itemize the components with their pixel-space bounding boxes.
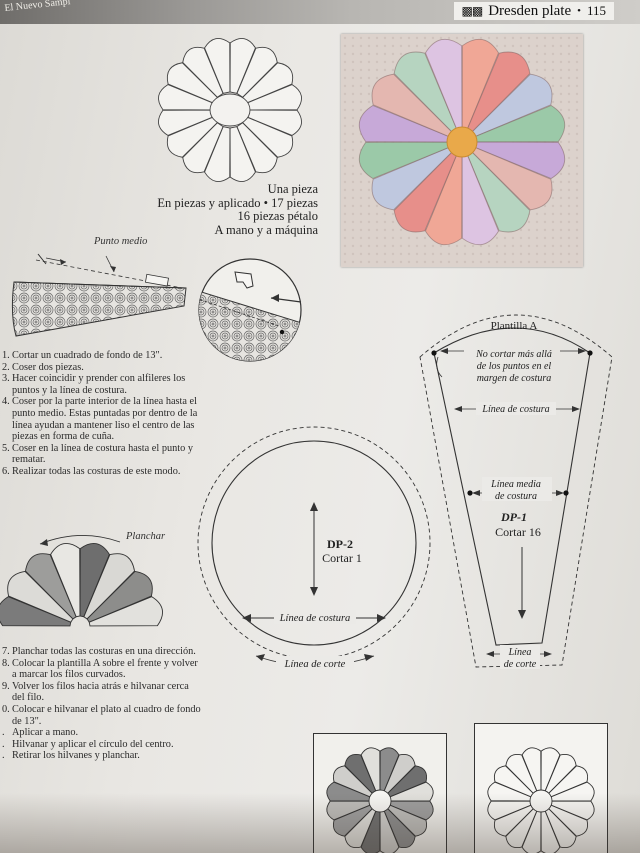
step-item: 0.Colocar e hilvanar el plato al cuadro … — [2, 703, 201, 727]
pattern-caption: Una pieza En piezas y aplicado • 17 piez… — [157, 182, 318, 237]
petal-shape — [182, 46, 224, 98]
no-cortar-note-2: de los puntos en el — [477, 361, 552, 372]
petal-shape — [371, 73, 455, 138]
step-item: 7.Planchar todas las costuras en una dir… — [2, 646, 196, 657]
caption-line-3: 16 piezas pétalo — [237, 209, 318, 223]
no-cortar-note-3: margen de costura — [477, 373, 552, 384]
dp1-instruction: Cortar 16 — [495, 525, 541, 539]
page-number: 115 — [586, 3, 606, 18]
page-title: Dresden plate — [488, 2, 572, 19]
petal-shape — [229, 38, 256, 94]
punto-medio-label: Punto medio — [94, 236, 148, 247]
step-item: 2.Coser dos piezas. — [2, 361, 84, 373]
petal-shape — [466, 149, 531, 233]
outline-plate-thumbnail — [474, 723, 608, 853]
petal-shape — [469, 73, 553, 138]
step-item: 5.Coser en la línea de costura hasta el … — [2, 442, 193, 466]
caption-line-4: A mano y a máquina — [214, 222, 318, 237]
step-item: 3.Hacer coincidir y prender con alfilere… — [2, 373, 186, 396]
no-cortar-note-1: No cortar más allá — [475, 349, 552, 360]
petal-cut-label-2: de corte — [504, 659, 537, 670]
planchar-label: Planchar — [126, 531, 166, 542]
petal-shape — [204, 126, 231, 182]
petal-shape — [461, 38, 500, 132]
dp2-cut-label: Línea de corte — [284, 659, 346, 670]
petal-cut-label-1: Línea — [508, 647, 532, 658]
step-item: 9.Volver los filos hacia atrás e hilvana… — [2, 680, 189, 704]
petal-shape — [246, 109, 302, 136]
petal-shape — [461, 152, 500, 246]
step-item: 6.Realizar todas las costuras de este mo… — [2, 465, 181, 477]
midline-label-2: de costura — [495, 491, 537, 502]
petal-shape — [158, 84, 214, 111]
dp2-instruction: Cortar 1 — [322, 551, 362, 565]
petal-shape — [360, 747, 381, 793]
step-item: 4.Coser por la parte interior de la líne… — [2, 396, 198, 443]
header-separator: • — [577, 5, 581, 17]
petal-shape — [393, 51, 458, 135]
petal-shape — [50, 543, 81, 618]
petal-shape — [79, 543, 110, 618]
petal-shape — [182, 122, 224, 174]
step-item: .Aplicar a mano. — [2, 727, 79, 739]
petal-shape — [466, 51, 531, 135]
petal-shape — [472, 141, 566, 180]
petal-shape — [242, 62, 294, 104]
petal-template-dp1: Plantilla A No cortar más allá de los pu… — [419, 314, 613, 670]
petal-shape — [472, 104, 566, 143]
step-item: 8.Colocar la plantilla A sobre el frente… — [2, 657, 198, 681]
petal-shape — [424, 152, 463, 246]
step-item: .Retirar los hilvanes y planchar. — [2, 750, 140, 762]
circle-template-dp2: DP-2 Cortar 1 Línea de costura Línea de … — [197, 426, 431, 670]
petal-shape — [242, 116, 294, 158]
seam-wedge-diagram — [11, 253, 187, 337]
petal-seam-label: Línea de costura — [481, 404, 549, 415]
petal-shape — [236, 46, 278, 98]
dp1-code: DP-1 — [500, 510, 527, 524]
petal-shape — [88, 596, 163, 627]
petal-shape — [371, 146, 455, 211]
midline-label-1: Línea media — [490, 479, 541, 490]
dp2-code: DP-2 — [327, 537, 353, 551]
petal-shape — [158, 109, 214, 136]
quilt-block-photo — [341, 34, 583, 267]
petal-shape — [86, 571, 153, 623]
petal-shape — [358, 104, 452, 143]
caption-line-1: Una pieza — [267, 182, 318, 196]
petal-shape — [246, 84, 302, 111]
step-item: .Hilvanar y aplicar el círculo del centr… — [2, 738, 174, 750]
seam-detail-circle — [198, 258, 302, 362]
petal-shape — [25, 553, 77, 620]
template-name: Plantilla A — [491, 320, 538, 332]
difficulty-icons: ▩▩ — [461, 3, 484, 18]
dp2-seam-label: Línea de costura — [279, 613, 351, 624]
petal-shape — [424, 38, 463, 132]
petal-shape — [7, 571, 74, 623]
petal-shape — [236, 122, 278, 174]
instructions-part-2: 7.Planchar todas las costuras en una dir… — [0, 646, 202, 762]
petal-shape — [521, 747, 542, 793]
dresden-plate-line-drawing — [158, 38, 302, 182]
petal-shape — [393, 149, 458, 233]
petal-shape — [204, 38, 231, 94]
petal-shape — [166, 116, 218, 158]
quilt-photo-illustration — [341, 34, 583, 267]
petal-shape — [166, 62, 218, 104]
petal-shape — [0, 596, 72, 627]
shaded-plate-thumbnail — [313, 733, 447, 853]
instructions-part-1: 1.Cortar un cuadrado de fondo de 13". 2.… — [0, 350, 212, 478]
step-item: 1.Cortar un cuadrado de fondo de 13". — [2, 350, 163, 361]
petal-shape — [358, 141, 452, 180]
pressing-fan-diagram — [0, 535, 163, 627]
petal-shape — [469, 146, 553, 211]
petal-shape — [83, 553, 135, 620]
caption-line-2: En piezas y aplicado • 17 piezas — [157, 195, 318, 210]
page-header: ▩▩ Dresden plate • 115 — [453, 2, 614, 20]
petal-shape — [229, 126, 256, 182]
